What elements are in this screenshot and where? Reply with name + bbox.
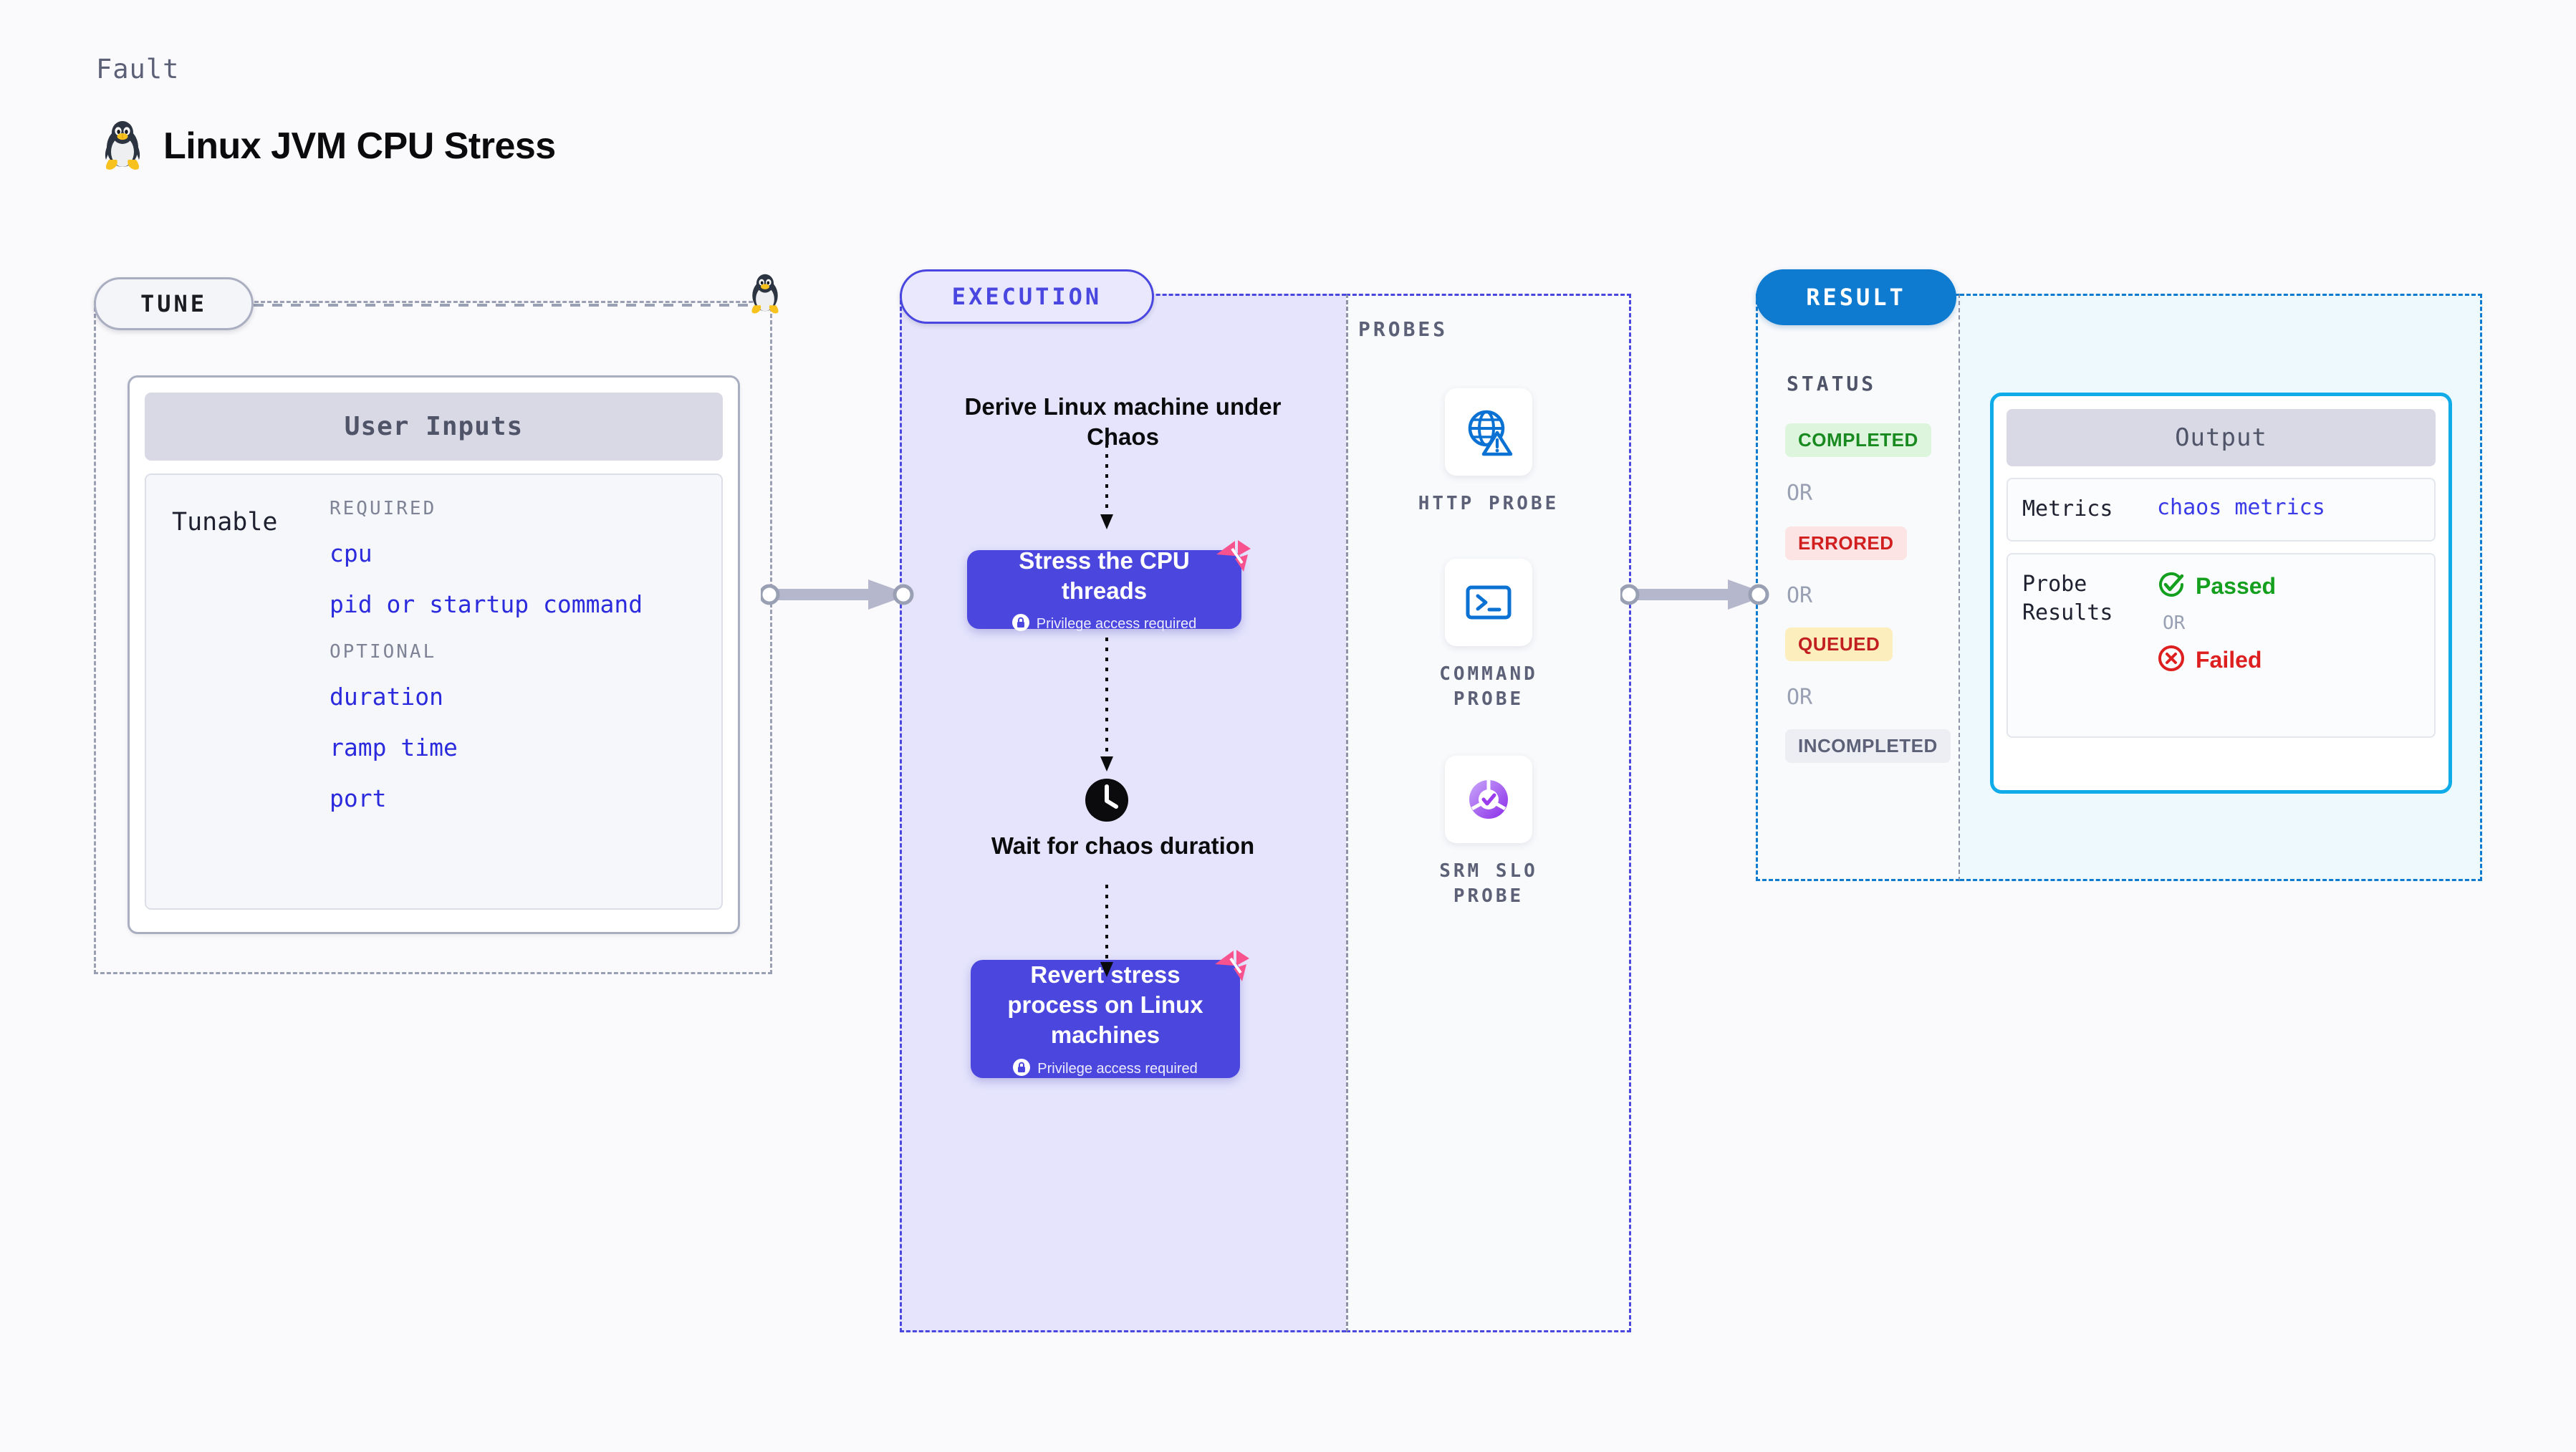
privilege-badge: Privilege access required bbox=[1011, 614, 1197, 635]
execution-arrow-3 bbox=[1100, 885, 1113, 977]
probe-result-failed: Failed bbox=[2157, 644, 2276, 676]
output-row-metrics: Metrics chaos metrics bbox=[2007, 478, 2436, 542]
probe-result-passed-label: Passed bbox=[2196, 572, 2277, 599]
output-row-probe-results: Probe Results Passed OR bbox=[2007, 552, 2436, 738]
user-inputs-header: User Inputs bbox=[145, 393, 723, 461]
harness-ribbon-icon bbox=[1212, 948, 1249, 988]
execution-step-derive-label: Derive Linux machine under Chaos bbox=[964, 393, 1282, 451]
status-badge-completed: COMPLETED bbox=[1785, 423, 1931, 457]
output-header: Output bbox=[2007, 409, 2436, 466]
execution-step-stress-cpu[interactable]: Stress the CPU threads Privilege access … bbox=[967, 540, 1251, 632]
tune-dashed-connector bbox=[254, 304, 764, 307]
output-metrics-value[interactable]: chaos metrics bbox=[2157, 495, 2325, 520]
output-card: Output Metrics chaos metrics Probe Resul… bbox=[1990, 393, 2452, 794]
arrow-tune-to-execution bbox=[761, 580, 910, 610]
probes-title: PROBES bbox=[1358, 317, 1448, 341]
phase-badge-tune[interactable]: TUNE bbox=[94, 277, 254, 330]
output-metrics-key: Metrics bbox=[2022, 496, 2113, 521]
check-circle-icon bbox=[2157, 570, 2186, 602]
execution-arrow-2 bbox=[1100, 638, 1113, 771]
result-entry-node bbox=[1748, 584, 1769, 605]
terminal-icon bbox=[1445, 559, 1532, 646]
probe-http[interactable]: HTTP PROBE bbox=[1403, 388, 1575, 516]
probe-results-values: Passed OR Failed bbox=[2157, 570, 2276, 676]
privilege-text: Privilege access required bbox=[1037, 1060, 1198, 1077]
execution-entry-node bbox=[893, 584, 914, 605]
probe-http-label: HTTP PROBE bbox=[1418, 493, 1559, 514]
phase-badge-result[interactable]: RESULT bbox=[1756, 269, 1956, 325]
probe-srm-slo[interactable]: SRM SLO PROBE bbox=[1403, 756, 1575, 909]
privilege-text: Privilege access required bbox=[1036, 616, 1197, 633]
status-or-2: OR bbox=[1787, 583, 1813, 608]
tunable-label: Tunable bbox=[172, 508, 278, 537]
status-or-1: OR bbox=[1787, 481, 1813, 506]
tunable-item-duration[interactable]: duration bbox=[330, 683, 443, 711]
probe-command[interactable]: COMMAND PROBE bbox=[1403, 559, 1575, 712]
probe-srm-slo-label: SRM SLO PROBE bbox=[1439, 860, 1538, 908]
lock-icon bbox=[1011, 614, 1029, 635]
tunable-panel: Tunable REQUIRED cpu pid or startup comm… bbox=[145, 473, 723, 910]
tunable-group-title-optional: OPTIONAL bbox=[330, 641, 437, 663]
status-title: STATUS bbox=[1787, 372, 1877, 395]
page-title-row: Linux JVM CPU Stress bbox=[100, 120, 556, 172]
tux-penguin-icon-small bbox=[747, 274, 783, 319]
tunable-item-pid-or-startup-command[interactable]: pid or startup command bbox=[330, 590, 643, 618]
execution-arrow-1 bbox=[1100, 444, 1113, 529]
x-circle-icon bbox=[2157, 644, 2186, 676]
page-title: Linux JVM CPU Stress bbox=[163, 125, 556, 167]
status-badge-incompleted: INCOMPLETED bbox=[1785, 729, 1951, 763]
phase-badge-execution[interactable]: EXECUTION bbox=[900, 269, 1154, 324]
harness-ribbon-icon bbox=[1213, 539, 1251, 578]
globe-warning-icon bbox=[1445, 388, 1532, 476]
privilege-badge: Privilege access required bbox=[1013, 1058, 1198, 1080]
page-eyebrow: Fault bbox=[96, 54, 180, 85]
probe-result-failed-label: Failed bbox=[2196, 646, 2262, 673]
tunable-item-cpu[interactable]: cpu bbox=[330, 539, 373, 567]
user-inputs-card: User Inputs Tunable REQUIRED cpu pid or … bbox=[128, 375, 740, 934]
output-probe-results-key: Probe Results bbox=[2022, 571, 2113, 626]
tunable-list: REQUIRED cpu pid or startup command OPTI… bbox=[330, 498, 721, 908]
tune-container bbox=[94, 301, 772, 974]
status-or-3: OR bbox=[1787, 685, 1813, 710]
probe-command-label: COMMAND PROBE bbox=[1439, 663, 1538, 711]
status-badge-errored: ERRORED bbox=[1785, 527, 1907, 560]
tunable-item-port[interactable]: port bbox=[330, 784, 387, 812]
execution-step-stress-cpu-label: Stress the CPU threads bbox=[1019, 547, 1190, 604]
execution-step-wait-label: Wait for chaos duration bbox=[991, 832, 1255, 859]
tunable-item-ramp-time[interactable]: ramp time bbox=[330, 734, 458, 761]
tux-penguin-icon bbox=[100, 120, 145, 172]
srm-slo-icon bbox=[1445, 756, 1532, 843]
probe-result-or: OR bbox=[2163, 612, 2186, 634]
status-badge-queued: QUEUED bbox=[1785, 628, 1893, 661]
tunable-group-title-required: REQUIRED bbox=[330, 498, 437, 519]
probe-result-passed: Passed bbox=[2157, 570, 2276, 602]
lock-icon bbox=[1013, 1058, 1031, 1080]
clock-icon bbox=[1084, 777, 1130, 827]
